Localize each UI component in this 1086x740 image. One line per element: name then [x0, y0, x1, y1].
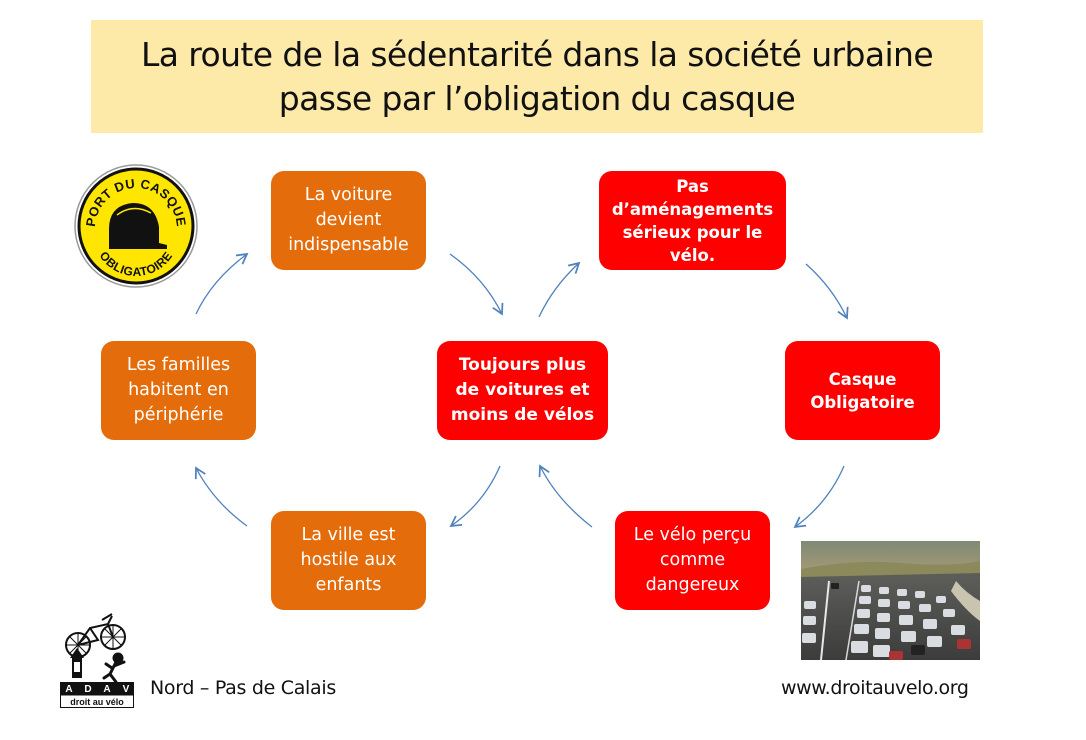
footer-website-link[interactable]: www.droitauvelo.org	[781, 677, 969, 699]
svg-text:droit au vélo: droit au vélo	[70, 697, 124, 707]
arrow-amenagements-to-casque	[805, 263, 849, 320]
node-velo-dangereux: Le vélo perçu comme dangereux	[615, 511, 770, 610]
arrow-familles-to-voiture	[195, 252, 249, 315]
svg-text:A: A	[103, 684, 110, 695]
arrow-voiture-to-centre	[449, 253, 504, 316]
helmet-mandatory-sign: PORT DU CASQUE OBLIGATOIRE	[73, 163, 199, 289]
title-line-2: passe par l’obligation du casque	[278, 78, 796, 118]
node-voiture-indispensable: La voiture devient indispensable	[271, 171, 426, 270]
arrow-ville-to-familles	[194, 466, 248, 527]
arrow-casque-to-dangereux	[793, 465, 845, 529]
node-ville-hostile: La ville est hostile aux enfants	[271, 511, 426, 610]
traffic-jam-photo	[801, 541, 980, 660]
hard-hat-icon: PORT DU CASQUE OBLIGATOIRE	[74, 164, 198, 288]
title-banner: La route de la sédentarité dans la socié…	[91, 20, 983, 133]
arrow-centre-to-amenagements	[538, 261, 581, 318]
footer-region: Nord – Pas de Calais	[150, 677, 336, 699]
svg-text:D: D	[84, 684, 91, 695]
arrow-dangereux-to-centre	[538, 464, 593, 528]
adav-logo: A D A V droit au vélo	[60, 610, 134, 708]
arrow-centre-to-ville	[449, 465, 501, 528]
node-centre-plus-de-voitures: Toujours plus de voitures et moins de vé…	[437, 341, 608, 440]
svg-text:V: V	[123, 684, 130, 695]
node-casque-obligatoire: Casque Obligatoire	[785, 341, 940, 440]
node-familles-peripherie: Les familles habitent en périphérie	[101, 341, 256, 440]
svg-text:A: A	[65, 684, 72, 695]
node-pas-amenagements: Pas d’aménagements sérieux pour le vélo.	[599, 171, 786, 270]
title-line-1: La route de la sédentarité dans la socié…	[140, 34, 934, 74]
